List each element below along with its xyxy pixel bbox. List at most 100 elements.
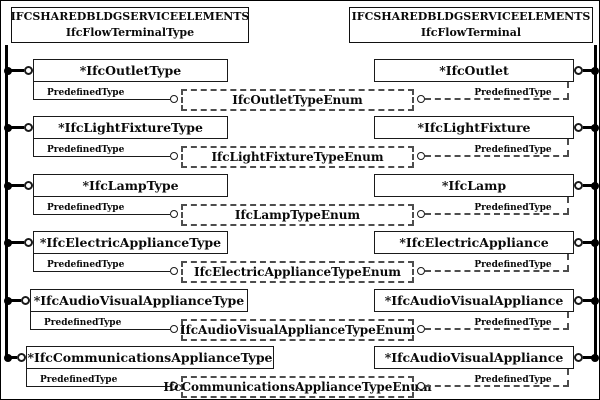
occurrence-entity-box: *IfcLightFixture xyxy=(374,116,574,139)
attribute-corner-line xyxy=(33,254,34,272)
predefinedtype-label: PredefinedType xyxy=(474,375,552,385)
bus-junction-dot xyxy=(591,239,599,247)
supertype-circle-icon xyxy=(17,353,26,362)
bus-junction-dot xyxy=(591,182,599,190)
attribute-line xyxy=(26,386,170,387)
predefinedtype-label: PredefinedType xyxy=(47,203,125,213)
type-entity-box: *IfcLightFixtureType xyxy=(33,116,228,139)
schema-ref-box-type-side: IFCSHAREDBLDGSERVICEELEMENTS IfcFlowTerm… xyxy=(11,7,249,43)
predefinedtype-label: PredefinedType xyxy=(44,318,122,328)
schema-entity-label: IfcFlowTerminal xyxy=(420,26,522,39)
bus-stub-line xyxy=(583,241,597,244)
enum-box: IfcCommunicationsApplianceTypeEnum xyxy=(163,376,432,398)
bus-junction-dot xyxy=(591,297,599,305)
supertype-circle-icon xyxy=(24,238,33,247)
bus-stub-line xyxy=(583,299,597,302)
attribute-corner-line xyxy=(33,82,34,100)
predefinedtype-label: PredefinedType xyxy=(47,145,125,155)
supertype-circle-icon xyxy=(24,123,33,132)
attribute-circle-icon xyxy=(417,95,425,103)
attribute-circle-icon xyxy=(170,95,178,103)
predefinedtype-label: PredefinedType xyxy=(474,318,552,328)
optional-attribute-corner-line xyxy=(567,369,569,386)
attribute-line xyxy=(33,214,170,215)
optional-attribute-dashed-line xyxy=(425,155,569,157)
bus-junction-dot xyxy=(591,67,599,75)
enum-box: IfcLampTypeEnum xyxy=(181,204,414,226)
type-entity-box: *IfcOutletType xyxy=(33,59,228,82)
supertype-circle-icon xyxy=(574,238,583,247)
attribute-line xyxy=(33,156,170,157)
predefinedtype-label: PredefinedType xyxy=(40,375,118,385)
attribute-line xyxy=(30,329,170,330)
attribute-circle-icon xyxy=(170,382,178,390)
predefinedtype-label: PredefinedType xyxy=(474,260,552,270)
schema-id-label: IFCSHAREDBLDGSERVICEELEMENTS xyxy=(351,10,591,24)
occurrence-entity-box: *IfcLamp xyxy=(374,174,574,197)
enum-box: IfcAudioVisualApplianceTypeEnum xyxy=(180,319,415,341)
attribute-circle-icon xyxy=(170,325,178,333)
type-entity-box: *IfcCommunicationsApplianceType xyxy=(26,346,274,369)
optional-attribute-dashed-line xyxy=(425,385,569,387)
supertype-circle-icon xyxy=(574,296,583,305)
bus-stub-line xyxy=(583,69,597,72)
attribute-circle-icon xyxy=(417,325,425,333)
bus-stub-line xyxy=(583,126,597,129)
attribute-circle-icon xyxy=(417,210,425,218)
supertype-circle-icon xyxy=(24,181,33,190)
supertype-circle-icon xyxy=(574,181,583,190)
supertype-circle-icon xyxy=(21,296,30,305)
attribute-corner-line xyxy=(30,312,31,330)
schema-ref-box-occurrence-side: IFCSHAREDBLDGSERVICEELEMENTS IfcFlowTerm… xyxy=(349,7,593,43)
type-entity-box: *IfcAudioVisualApplianceType xyxy=(30,289,248,312)
optional-attribute-corner-line xyxy=(567,254,569,271)
attribute-line xyxy=(33,99,170,100)
attribute-corner-line xyxy=(33,139,34,157)
optional-attribute-corner-line xyxy=(567,82,569,99)
predefinedtype-label: PredefinedType xyxy=(474,203,552,213)
schema-entity-label: IfcFlowTerminalType xyxy=(65,26,195,39)
right-bus-line xyxy=(594,45,597,359)
optional-attribute-dashed-line xyxy=(425,98,569,100)
enum-box: IfcOutletTypeEnum xyxy=(181,89,414,111)
optional-attribute-corner-line xyxy=(567,312,569,329)
supertype-circle-icon xyxy=(574,66,583,75)
supertype-circle-icon xyxy=(574,123,583,132)
left-bus-line xyxy=(5,45,8,359)
bus-stub-line xyxy=(583,184,597,187)
supertype-circle-icon xyxy=(574,353,583,362)
bus-stub-line xyxy=(6,184,24,187)
enum-box: IfcElectricApplianceTypeEnum xyxy=(181,261,414,283)
bus-stub-line xyxy=(6,126,24,129)
optional-attribute-dashed-line xyxy=(425,213,569,215)
bus-junction-dot xyxy=(591,124,599,132)
optional-attribute-corner-line xyxy=(567,139,569,156)
type-entity-box: *IfcLampType xyxy=(33,174,228,197)
optional-attribute-dashed-line xyxy=(425,270,569,272)
attribute-circle-icon xyxy=(170,267,178,275)
attribute-circle-icon xyxy=(170,152,178,160)
optional-attribute-dashed-line xyxy=(425,328,569,330)
attribute-circle-icon xyxy=(417,267,425,275)
predefinedtype-label: PredefinedType xyxy=(47,88,125,98)
optional-attribute-corner-line xyxy=(567,197,569,214)
supertype-circle-icon xyxy=(24,66,33,75)
predefinedtype-label: PredefinedType xyxy=(474,145,552,155)
bus-stub-line xyxy=(6,69,24,72)
attribute-line xyxy=(33,271,170,272)
type-entity-box: *IfcElectricApplianceType xyxy=(33,231,228,254)
occurrence-entity-box: *IfcAudioVisualAppliance xyxy=(374,289,574,312)
occurrence-entity-box: *IfcAudioVisualAppliance xyxy=(374,346,574,369)
occurrence-entity-box: *IfcElectricAppliance xyxy=(374,231,574,254)
attribute-circle-icon xyxy=(170,210,178,218)
bus-stub-line xyxy=(583,356,597,359)
schema-id-label: IFCSHAREDBLDGSERVICEELEMENTS xyxy=(10,10,250,24)
attribute-circle-icon xyxy=(417,382,425,390)
bus-stub-line xyxy=(6,241,24,244)
enum-box: IfcLightFixtureTypeEnum xyxy=(181,146,414,168)
attribute-corner-line xyxy=(33,197,34,215)
bus-stub-line xyxy=(6,356,17,359)
predefinedtype-label: PredefinedType xyxy=(47,260,125,270)
attribute-circle-icon xyxy=(417,152,425,160)
